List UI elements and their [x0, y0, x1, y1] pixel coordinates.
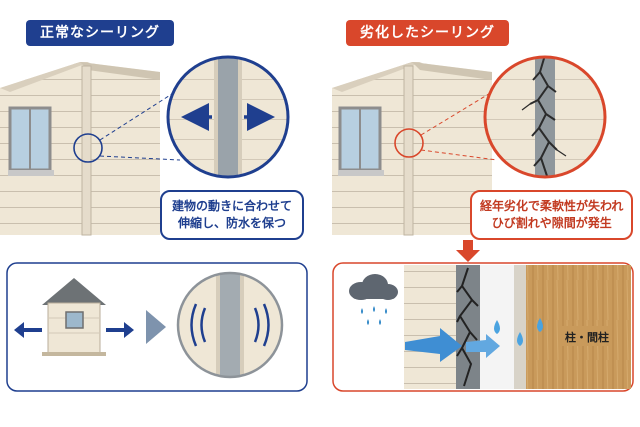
small-house-icon	[42, 278, 106, 356]
expand-arrow-right-icon	[106, 322, 134, 338]
degraded-building	[332, 62, 492, 236]
transition-triangle-icon	[146, 310, 166, 344]
flexing-sealant-lens	[176, 271, 284, 379]
water-intrusion-arrow	[405, 328, 500, 362]
normal-zoom-line-top	[99, 91, 176, 141]
normal-callout: 建物の動きに合わせて 伸縮し、防水を保つ	[160, 190, 305, 240]
pillar-label-bg	[560, 326, 610, 346]
normal-building	[0, 62, 160, 236]
degraded-callout-line2: ひび割れや隙間が発生	[491, 216, 612, 230]
section-crack-lines	[456, 267, 479, 387]
normal-sealing-title: 正常なシーリング	[26, 20, 174, 46]
normal-focus-ring	[73, 133, 103, 163]
down-arrow	[456, 240, 480, 262]
degraded-callout: 経年劣化で柔軟性が失われ ひび割れや隙間が発生	[470, 190, 634, 240]
flex-wave-right-icon	[253, 307, 260, 343]
degraded-magnified-lens	[483, 55, 607, 179]
normal-magnified-lens	[166, 55, 290, 179]
flex-wave-left-icon	[200, 307, 207, 343]
normal-callout-line1: 建物の動きに合わせて	[172, 199, 293, 213]
degraded-callout-line1: 経年劣化で柔軟性が失われ	[480, 199, 624, 213]
degraded-sealing-title: 劣化したシーリング	[346, 20, 509, 46]
crack-lines	[529, 57, 558, 177]
water-drops-icon	[494, 318, 543, 346]
degraded-focus-ring	[394, 128, 424, 158]
rain-cloud-icon	[349, 274, 398, 325]
degraded-zoom-line-bottom	[420, 149, 498, 161]
expand-arrow-left-icon	[14, 322, 42, 338]
normal-zoom-line-bottom	[99, 155, 181, 161]
pillar-label: 柱・間柱	[565, 331, 609, 344]
normal-callout-line2: 伸縮し、防水を保つ	[178, 216, 287, 230]
